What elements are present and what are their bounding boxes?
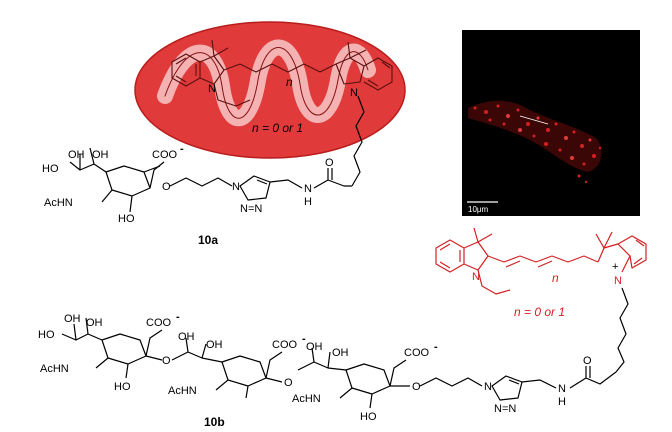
atom-nn-10a: N=N xyxy=(240,203,262,215)
atom-coo1-10b: COO xyxy=(146,317,172,329)
atom-ho2-10b: HO xyxy=(114,381,131,393)
sialic-sidechain-1-10b xyxy=(61,317,163,379)
propyl-linker-10a xyxy=(169,177,233,187)
amide-linker-10b xyxy=(521,366,617,389)
atom-ho1-10b: HO xyxy=(38,329,55,341)
atom-coo3-10b: COO xyxy=(404,347,430,359)
atom-oh5-10b: OH xyxy=(306,341,323,353)
atom-o2-10b: O xyxy=(284,377,293,389)
n-note-10b: n = 0 or 1 xyxy=(514,305,565,319)
triazole-double-10a xyxy=(256,179,268,185)
atom-oh1-10a: OH xyxy=(68,149,85,161)
cell-fluorescence xyxy=(468,100,602,184)
atom-h-10a: H xyxy=(304,196,312,208)
triazole-ring-10a xyxy=(239,175,271,201)
sialic-ring-3-10b xyxy=(345,363,391,395)
atom-oh3-10b: OH xyxy=(178,331,195,343)
triazole-double-10b xyxy=(508,379,520,385)
indole-n-left-10a: N xyxy=(208,83,216,95)
atom-o3-10b: O xyxy=(412,381,421,393)
indole-n-plus-10a: N xyxy=(350,87,358,99)
atom-n-triazole-10a: N xyxy=(232,181,240,193)
dye-skeleton-10b xyxy=(435,227,647,295)
atom-nn-10b: N=N xyxy=(494,403,516,415)
atom-acnh-10a: AcHN xyxy=(44,197,73,209)
atom-h-10b: H xyxy=(558,396,566,408)
propyl-linker-10b xyxy=(419,377,483,387)
atom-oh6-10b: OH xyxy=(332,347,349,359)
atom-oh2-10b: OH xyxy=(86,317,103,329)
n-index-10a: n xyxy=(286,75,293,89)
sialic-sidechain-2-10b xyxy=(171,337,283,399)
compound-label-10a: 10a xyxy=(198,233,218,247)
atom-o-link-10a: O xyxy=(162,181,171,193)
n-index-10b: n xyxy=(552,271,559,285)
atom-acnh2-10b: AcHN xyxy=(168,385,197,397)
sialic-ring-1-10b xyxy=(101,333,147,365)
atom-ho1-10a: HO xyxy=(42,163,59,175)
atom-o-carbonyl-10a: O xyxy=(325,157,334,169)
sialic-sidechain-10a xyxy=(69,147,161,213)
atom-n-triazole-10b: N xyxy=(484,381,492,393)
micrograph-panel: 10μm xyxy=(462,30,640,216)
compound-10b: n N N + n = 0 or 1 COO COO COO - - - OH … xyxy=(38,227,647,429)
hexyl-chain-10b xyxy=(615,287,629,373)
sialic-ring-2-10b xyxy=(221,355,267,387)
atom-charge-10a: - xyxy=(180,143,184,155)
plus-charge-10b: + xyxy=(612,261,618,273)
scale-bar-label: 10μm xyxy=(468,205,489,214)
amide-linker-10a xyxy=(269,168,352,189)
sialic-ring-10a xyxy=(105,165,151,197)
atom-coo-10a: COO xyxy=(152,149,178,161)
atom-charge3-10b: - xyxy=(434,341,438,353)
atom-o-carbonyl-10b: O xyxy=(583,355,592,367)
atom-charge1-10b: - xyxy=(176,311,180,323)
triazole-ring-10b xyxy=(491,375,523,401)
atom-o1-10b: O xyxy=(162,355,171,367)
indole-n-plus-10b: N xyxy=(614,275,622,287)
sialic-carboxyl-10a xyxy=(149,161,165,189)
atom-oh1-10b: OH xyxy=(64,313,81,325)
indole-n-left-10b: N xyxy=(472,271,480,283)
atom-acnh3-10b: AcHN xyxy=(292,393,321,405)
hexyl-chain-10a xyxy=(351,95,365,187)
atom-nh-10a: N xyxy=(304,183,312,195)
atom-ho3-10b: HO xyxy=(360,411,377,423)
atom-ho2-10a: HO xyxy=(118,213,135,225)
compound-label-10b: 10b xyxy=(204,415,225,429)
atom-charge2-10b: - xyxy=(302,333,306,345)
atom-oh2-10a: OH xyxy=(92,149,109,161)
ribbon-swirl-edge xyxy=(164,47,369,119)
sialic-sidechain-3-10b xyxy=(297,347,410,409)
n-note-10a: n = 0 or 1 xyxy=(252,121,303,135)
atom-acnh1-10b: AcHN xyxy=(40,363,69,375)
atom-nh-10b: N xyxy=(558,383,566,395)
atom-coo2-10b: COO xyxy=(272,339,298,351)
dye-skeleton-10a xyxy=(171,39,393,107)
compound-10a: n N N n = 0 or 1 COO - OH OH HO AcHN HO … xyxy=(42,21,406,247)
atom-oh4-10b: OH xyxy=(206,339,223,351)
